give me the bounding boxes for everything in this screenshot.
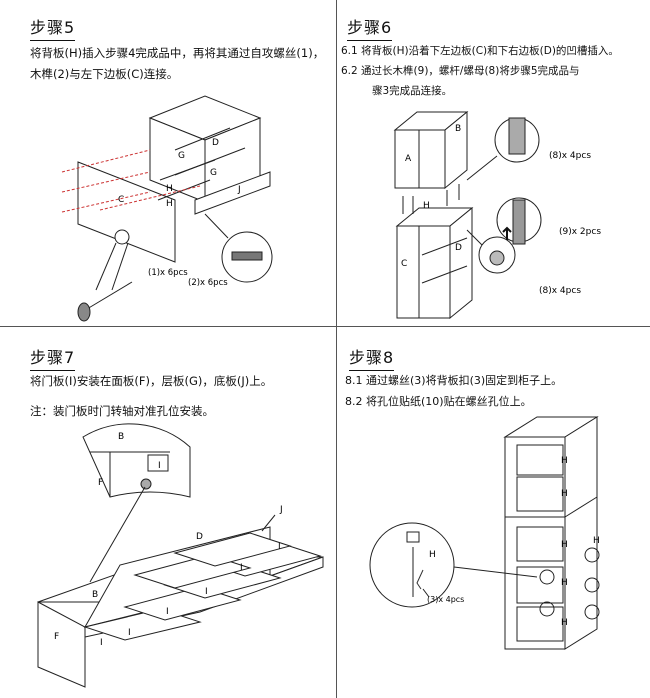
step5-label-c: C (118, 195, 124, 205)
step5-callout-dowels: (2)x 6pcs (188, 278, 228, 288)
step7-label-i3: I (205, 587, 208, 597)
step5-instruction: 将背板(H)插入步骤4完成品中，再将其通过自攻螺丝(1)，木榫(2)与左下边板(… (30, 46, 325, 81)
step7-note: 注：装门板时门转轴对准孔位安装。 (30, 404, 214, 418)
step8-title: 步骤8 (349, 344, 395, 371)
step6-diagram: A B C D H (8)x 4pcs (9)x 2pcs (8)x 4pcs (393, 110, 601, 320)
step6-panel: 步骤6 6.1 将背板(H)沿着下左边板(C)和下右边板(D)的凹槽插入。 6.… (337, 0, 650, 326)
step8-instruction-1: 8.1 通过螺丝(3)将背板扣(3)固定到柜子上。 (345, 374, 563, 387)
step7-instruction: 将门板(I)安装在面板(F)，层板(G)，底板(J)上。 (30, 374, 273, 388)
step7-label-i6: I (100, 638, 103, 648)
step5-label-h2: H (166, 199, 173, 209)
step8-label-h6: H (429, 550, 436, 560)
step6-title: 步骤6 (347, 14, 393, 41)
step7-panel: 步骤7 将门板(I)安装在面板(F)，层板(G)，底板(J)上。 注：装门板时门… (0, 327, 336, 698)
step8-label-h5: H (593, 536, 600, 546)
step5-title: 步骤5 (30, 14, 76, 41)
step6-label-c: C (401, 259, 407, 269)
step5-label-g2: G (210, 168, 217, 178)
step6-label-a: A (405, 154, 412, 164)
step8-label-h3: H (561, 578, 568, 588)
step7-label-d: D (196, 532, 203, 542)
step7-label-i5: I (128, 628, 131, 638)
step6-callout-bolts: (8)x 4pcs (549, 151, 591, 161)
step8-panel: 步骤8 8.1 通过螺丝(3)将背板扣(3)固定到柜子上。 8.2 将孔位贴纸(… (337, 327, 650, 698)
step7-label-i1: I (278, 542, 281, 552)
step8-label-h2: H (561, 540, 568, 550)
step6-label-d: D (455, 243, 462, 253)
step6-callout-long-dowels: (9)x 2pcs (559, 227, 601, 237)
step7-label-i: I (158, 461, 161, 471)
step8-instruction-2: 8.2 将孔位贴纸(10)贴在螺丝孔位上。 (345, 395, 532, 408)
step5-label-h: H (166, 184, 173, 194)
step5-diagram: C D G G H J H (1)x 6pcs (2)x 6pcs (61, 95, 273, 322)
step8-diagram: H H H H H H H (3)x 4pcs (369, 416, 600, 650)
step7-label-j: J (279, 505, 283, 515)
step6-instruction-2: 6.2 通过长木榫(9)，螺杆/螺母(8)将步骤5完成品与 (341, 65, 580, 77)
step7-diagram: B I F J D B F I I I I I I (37, 423, 324, 688)
step8-label-h: H (561, 456, 568, 466)
horizontal-divider (0, 326, 650, 327)
step8-label-h4: H (561, 618, 568, 628)
step7-label-b2: B (92, 590, 98, 600)
step6-callout-nuts: (8)x 4pcs (539, 286, 581, 296)
step5-label-d: D (212, 138, 219, 148)
step7-label-f: F (98, 478, 103, 488)
step6-instruction-1: 6.1 将背板(H)沿着下左边板(C)和下右边板(D)的凹槽插入。 (341, 45, 619, 57)
step6-label-b: B (455, 124, 461, 134)
step6-label-h: H (423, 201, 430, 211)
step5-callout-screws: (1)x 6pcs (148, 268, 188, 278)
step7-label-i4: I (166, 607, 169, 617)
step8-label-h1: H (561, 489, 568, 499)
step8-callout-screws: (3)x 4pcs (427, 595, 464, 604)
vertical-divider (336, 0, 337, 698)
step7-label-b: B (118, 432, 124, 442)
step5-label-g: G (178, 151, 185, 161)
step7-title: 步骤7 (30, 344, 76, 371)
step7-label-i2: I (240, 563, 243, 573)
step7-label-f2: F (54, 632, 59, 642)
step5-panel: 步骤5 将背板(H)插入步骤4完成品中，再将其通过自攻螺丝(1)，木榫(2)与左… (0, 0, 336, 326)
step6-instruction-2-cont: 骤3完成品连接。 (372, 85, 453, 97)
step5-label-j: J (237, 185, 241, 195)
